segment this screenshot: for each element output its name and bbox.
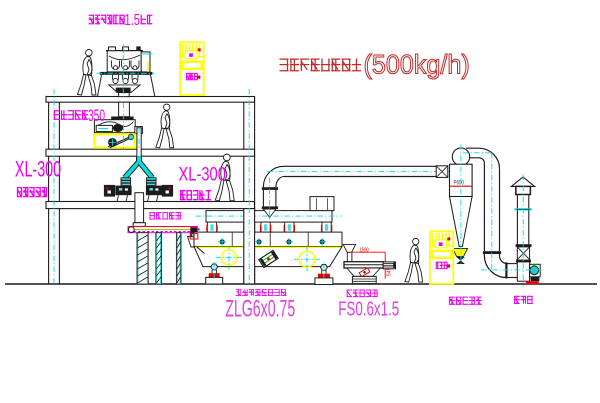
- svg-text:P600: P600: [453, 180, 463, 187]
- svg-text:XL-300: XL-300: [179, 162, 226, 185]
- svg-text:545: 545: [387, 267, 393, 276]
- svg-text:1.5: 1.5: [125, 11, 141, 28]
- svg-text:(500kg/h): (500kg/h): [363, 51, 469, 80]
- svg-text:ZLG6x0.75: ZLG6x0.75: [225, 296, 295, 323]
- svg-text:FS0.6x1.5: FS0.6x1.5: [338, 298, 399, 320]
- svg-text:XL-300: XL-300: [15, 156, 61, 181]
- svg-text:350: 350: [88, 107, 105, 125]
- svg-text:1500: 1500: [360, 247, 370, 253]
